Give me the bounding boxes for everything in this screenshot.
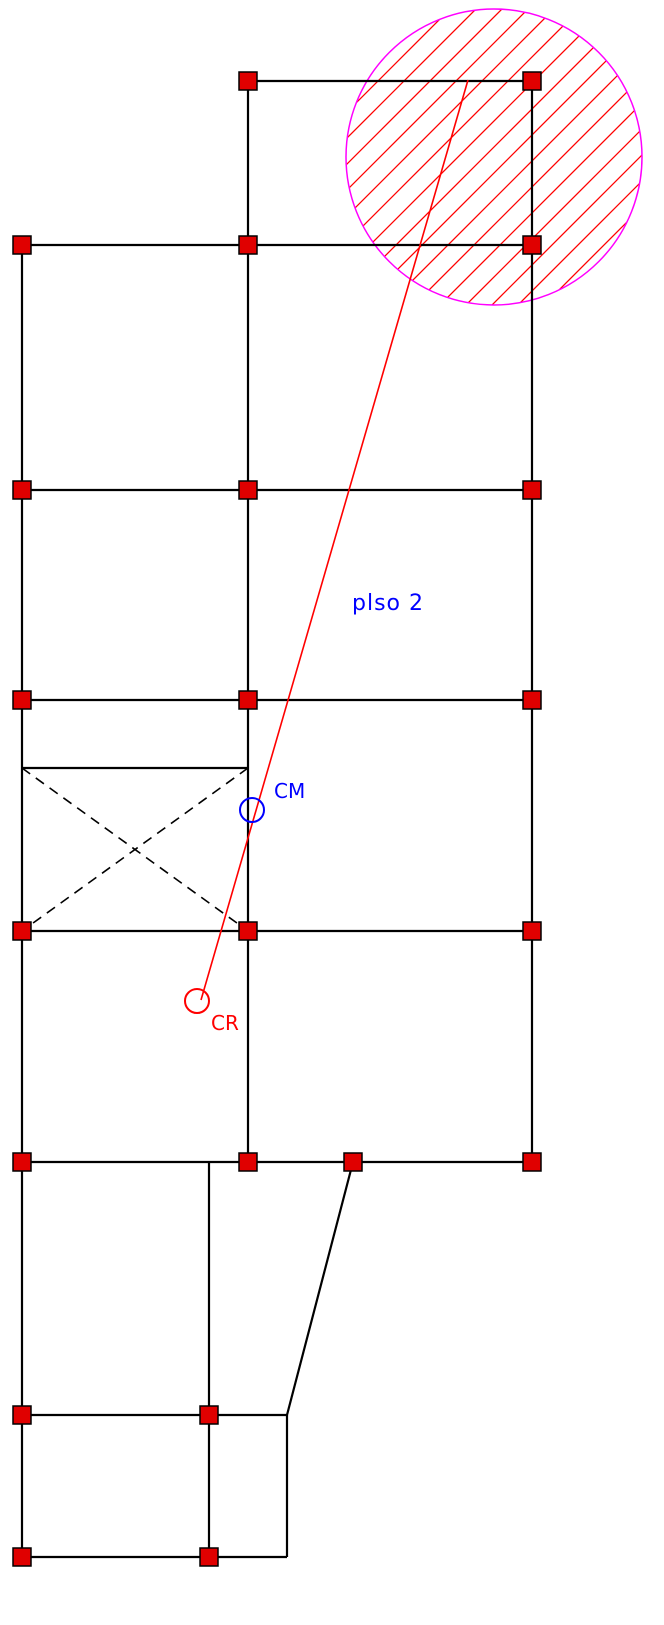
hatch-line bbox=[346, 9, 642, 305]
hatch-line bbox=[654, 0, 664, 377]
column bbox=[238, 71, 258, 91]
hatch-line bbox=[346, 9, 367, 305]
hatch-line bbox=[346, 9, 642, 305]
column bbox=[12, 480, 32, 500]
hatch-line bbox=[346, 9, 642, 305]
column bbox=[12, 1152, 32, 1172]
hatch-line bbox=[346, 9, 419, 305]
center-of-rigidity-label: CR bbox=[211, 1011, 239, 1035]
hatch-line bbox=[346, 9, 642, 305]
column bbox=[238, 690, 258, 710]
wall-line bbox=[285, 1161, 355, 1416]
floor-label: plso 2 bbox=[352, 591, 424, 616]
hatch-line bbox=[346, 9, 523, 305]
hatch-line bbox=[346, 9, 601, 305]
hatch-line bbox=[346, 9, 642, 305]
stair-opening-diagonals bbox=[21, 767, 249, 932]
column bbox=[522, 690, 542, 710]
column bbox=[12, 1405, 32, 1425]
hatch-line bbox=[346, 9, 445, 305]
hatch-line bbox=[346, 9, 393, 305]
hatched-zone bbox=[0, 0, 664, 377]
column bbox=[12, 1547, 32, 1567]
hatch-line bbox=[419, 9, 642, 305]
column bbox=[199, 1547, 219, 1567]
column bbox=[522, 480, 542, 500]
column bbox=[522, 1152, 542, 1172]
hatch-line bbox=[367, 9, 642, 305]
hatch-line bbox=[0, 0, 340, 377]
column bbox=[12, 235, 32, 255]
column bbox=[12, 921, 32, 941]
column bbox=[238, 235, 258, 255]
column bbox=[199, 1405, 219, 1425]
hatch-line bbox=[346, 9, 471, 305]
hatch-line bbox=[627, 9, 642, 305]
zone-circle bbox=[345, 8, 643, 306]
hatch-lines bbox=[0, 0, 664, 377]
hatch-line bbox=[549, 9, 642, 305]
column bbox=[238, 1152, 258, 1172]
center-of-mass-marker bbox=[239, 797, 265, 823]
hatch-line bbox=[346, 9, 549, 305]
hatch-line bbox=[393, 9, 642, 305]
column bbox=[522, 71, 542, 91]
hatch-line bbox=[346, 9, 627, 305]
hatch-line bbox=[523, 9, 642, 305]
dashed-diagonal bbox=[21, 767, 249, 932]
column bbox=[343, 1152, 363, 1172]
center-of-mass-label: CM bbox=[274, 779, 305, 803]
column bbox=[522, 235, 542, 255]
hatch-line bbox=[575, 9, 642, 305]
column bbox=[522, 921, 542, 941]
wall-lines bbox=[20, 79, 534, 1559]
column bbox=[12, 690, 32, 710]
column bbox=[238, 921, 258, 941]
hatch-line bbox=[601, 9, 642, 305]
columns bbox=[12, 71, 542, 1567]
hatch-line bbox=[0, 0, 314, 377]
hatch-line bbox=[346, 9, 497, 305]
column bbox=[238, 480, 258, 500]
eccentricity-line bbox=[200, 79, 469, 1001]
hatch-line bbox=[346, 9, 575, 305]
center-of-rigidity-marker bbox=[184, 988, 210, 1014]
